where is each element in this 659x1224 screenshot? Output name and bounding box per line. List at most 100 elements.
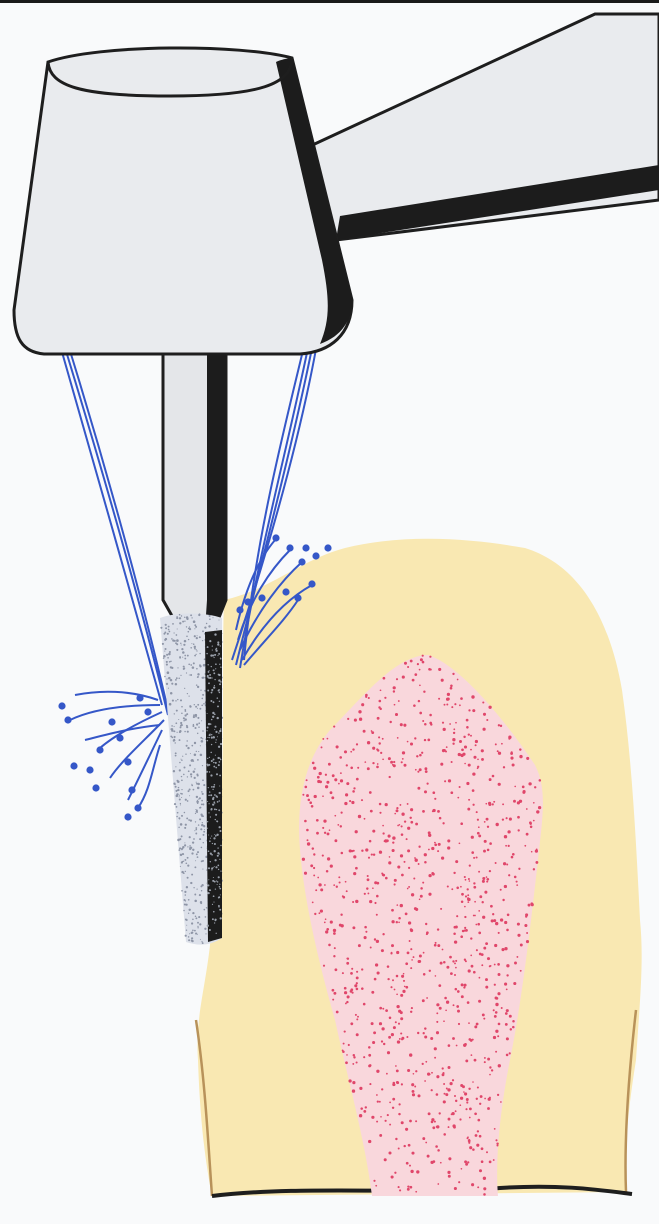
bur-grit-dot <box>171 683 173 685</box>
pulp-dot <box>365 848 368 851</box>
bur-dark-grit-dot <box>219 888 221 890</box>
bur-grit-dot <box>171 737 173 739</box>
pulp-dot <box>487 849 490 852</box>
pulp-dot <box>450 685 453 688</box>
bur-grit-dot <box>205 916 207 918</box>
bur-grit-dot <box>195 917 197 919</box>
pulp-dot <box>372 747 375 750</box>
bur-dark-grit-dot <box>208 867 210 869</box>
bur-grit-dot <box>201 720 202 721</box>
pulp-dot <box>501 1007 503 1009</box>
bur-grit-dot <box>180 675 181 676</box>
pulp-dot <box>452 960 454 962</box>
pulp-dot <box>454 1187 457 1190</box>
bur-shank-shadow <box>205 354 226 630</box>
pulp-dot <box>382 874 385 877</box>
bur-grit-dot <box>199 613 201 615</box>
pulp-dot <box>401 825 403 827</box>
pulp-dot <box>459 1118 461 1120</box>
pulp-dot <box>396 993 398 995</box>
pulp-dot <box>457 797 459 799</box>
pulp-dot <box>402 676 405 679</box>
pulp-dot <box>462 753 465 756</box>
pulp-dot <box>425 923 427 925</box>
pulp-dot <box>508 738 510 740</box>
pulp-dot <box>398 1010 401 1013</box>
pulp-dot <box>375 963 378 966</box>
pulp-dot <box>446 1001 449 1004</box>
pulp-dot <box>526 757 529 760</box>
pulp-dot <box>459 842 461 844</box>
pulp-dot <box>390 986 392 988</box>
pulp-dot <box>442 722 444 724</box>
pulp-dot <box>461 1168 463 1170</box>
pulp-dot <box>404 662 407 665</box>
pulp-dot <box>483 713 486 716</box>
pulp-dot <box>464 876 466 878</box>
bur-dark-grit-dot <box>212 712 214 714</box>
pulp-dot <box>489 1097 491 1099</box>
bur-grit-dot <box>162 643 164 645</box>
bur-dark-grit-dot <box>219 664 220 665</box>
bur-grit-dot <box>181 861 183 863</box>
pulp-dot <box>495 743 497 745</box>
pulp-dot <box>373 853 375 855</box>
pulp-dot <box>517 816 520 819</box>
bur-dark-grit-dot <box>213 911 215 913</box>
pulp-dot <box>406 1036 408 1038</box>
bur-grit-dot <box>191 617 192 618</box>
bur-grit-dot <box>177 699 178 700</box>
pulp-dot <box>378 706 380 708</box>
pulp-dot <box>342 896 345 899</box>
bur-grit-dot <box>202 765 203 766</box>
pulp-dot <box>500 918 503 921</box>
pulp-dot <box>443 1020 445 1022</box>
pulp-dot <box>467 1001 470 1004</box>
pulp-dot <box>510 752 513 755</box>
bur-grit-dot <box>176 677 178 679</box>
bur-dark-grit-dot <box>207 664 208 665</box>
bur-dark-grit-dot <box>217 855 219 857</box>
bur-grit-dot <box>194 754 197 757</box>
pulp-dot <box>464 927 466 929</box>
pulp-dot <box>361 849 363 851</box>
bur-dark-grit-dot <box>213 801 215 803</box>
bur-grit-dot <box>177 812 179 814</box>
pulp-dot <box>466 1101 468 1103</box>
pulp-dot <box>394 989 396 991</box>
bur-grit-dot <box>184 640 187 643</box>
pulp-dot <box>474 901 476 903</box>
pulp-dot <box>535 861 538 864</box>
bur-grit-dot <box>197 927 198 928</box>
bur-grit-dot <box>202 730 204 732</box>
pulp-dot <box>530 902 533 905</box>
pulp-dot <box>520 944 523 947</box>
bur-grit-dot <box>197 686 199 688</box>
water-droplet <box>124 758 131 765</box>
pulp-dot <box>324 832 326 834</box>
bur-grit-dot <box>194 894 196 896</box>
bur-grit-dot <box>187 631 189 633</box>
bur-grit-dot <box>196 650 197 651</box>
pulp-dot <box>468 764 471 767</box>
bur-grit-dot <box>180 643 181 644</box>
bur-dark-grit-dot <box>210 816 211 817</box>
pulp-dot <box>379 1022 382 1025</box>
pulp-dot <box>419 768 422 771</box>
bur-grit-dot <box>199 923 201 925</box>
pulp-dot <box>466 726 469 729</box>
pulp-dot <box>388 757 391 760</box>
pulp-dot <box>367 875 369 877</box>
pulp-dot <box>442 1067 444 1069</box>
pulp-dot <box>503 766 505 768</box>
bur-dark-grit-dot <box>206 653 207 654</box>
pulp-dot <box>447 839 450 842</box>
bur-grit-dot <box>175 755 177 757</box>
bur-grit-dot <box>191 745 193 747</box>
pulp-dot <box>434 1121 436 1123</box>
bur-grit-dot <box>186 626 187 627</box>
bur-grit-dot <box>184 859 186 861</box>
pulp-dot <box>502 818 504 820</box>
pulp-dot <box>472 789 475 792</box>
bur-dark-grit-dot <box>213 877 214 878</box>
